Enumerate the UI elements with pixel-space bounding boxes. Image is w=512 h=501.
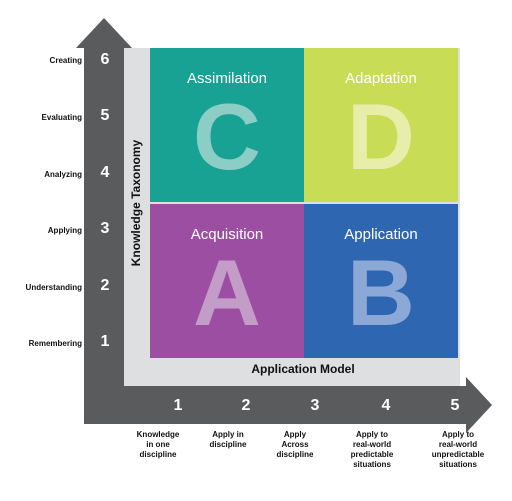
y-level-label-2: Understanding bbox=[25, 283, 82, 292]
quadrant-assimilation-letter: C bbox=[193, 84, 261, 189]
y-level-label-6: Creating bbox=[49, 56, 82, 65]
quadrant-adaptation-name: Adaptation bbox=[345, 70, 417, 87]
y-level-num-4: 4 bbox=[100, 164, 110, 181]
vertical-axis-arrow bbox=[84, 46, 124, 422]
x-level-desc-3: Apply Across discipline bbox=[276, 430, 314, 459]
y-level-num-1: 1 bbox=[100, 333, 110, 350]
y-axis-title: Knowledge Taxonomy bbox=[129, 139, 143, 267]
horizontal-axis-arrow bbox=[84, 386, 468, 424]
quadrant-application: Application B bbox=[304, 204, 458, 358]
x-level-num-1: 1 bbox=[173, 397, 183, 414]
horizontal-axis-arrowhead bbox=[466, 377, 492, 433]
x-level-desc-2: Apply in discipline bbox=[209, 430, 247, 449]
quadrant-acquisition-letter: A bbox=[193, 240, 261, 345]
x-level-num-3: 3 bbox=[310, 397, 320, 414]
y-level-num-2: 2 bbox=[100, 277, 110, 294]
y-level-label-5: Evaluating bbox=[41, 113, 82, 122]
x-axis-title: Application Model bbox=[251, 362, 355, 376]
y-level-label-3: Applying bbox=[47, 226, 82, 235]
y-level-label-4: Analyzing bbox=[44, 170, 82, 179]
quadrant-application-letter: B bbox=[347, 240, 415, 345]
quadrant-adaptation: Adaptation D bbox=[304, 48, 458, 202]
y-level-num-5: 5 bbox=[100, 107, 110, 124]
vertical-axis-arrowhead bbox=[76, 18, 132, 48]
x-level-num-2: 2 bbox=[241, 397, 251, 414]
quadrant-acquisition: Acquisition A bbox=[150, 204, 304, 358]
quadrant-assimilation: Assimilation C bbox=[150, 48, 304, 202]
y-axis-title-box: Knowledge Taxonomy bbox=[124, 48, 148, 358]
x-level-desc-4: Apply to real-world predictable situatio… bbox=[350, 430, 394, 469]
x-level-desc-5: Apply to real-world unpredictable situat… bbox=[431, 430, 485, 469]
quadrant-acquisition-name: Acquisition bbox=[190, 226, 264, 243]
x-level-desc-1: Knowledge in one discipline bbox=[136, 430, 180, 459]
quadrant-adaptation-letter: D bbox=[347, 84, 415, 189]
y-level-num-3: 3 bbox=[100, 220, 110, 237]
quadrant-application-name: Application bbox=[344, 226, 418, 243]
y-level-num-6: 6 bbox=[100, 51, 110, 68]
x-level-num-4: 4 bbox=[381, 397, 391, 414]
y-level-label-1: Remembering bbox=[28, 339, 82, 348]
x-level-num-5: 5 bbox=[450, 397, 460, 414]
quadrant-assimilation-name: Assimilation bbox=[186, 70, 268, 87]
